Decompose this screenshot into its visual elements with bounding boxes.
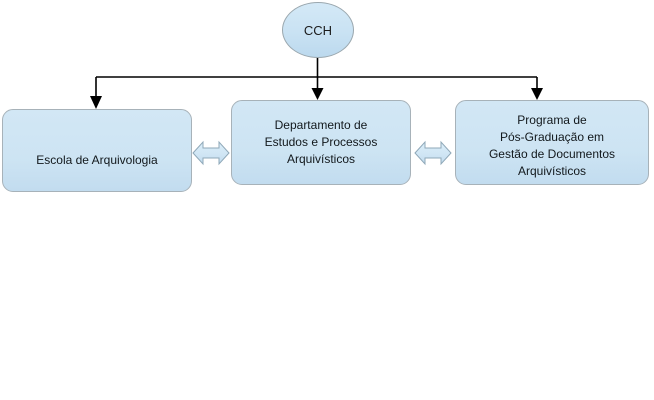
node-cch[interactable]: CCH: [282, 2, 354, 58]
bidirectional-arrow-escola-departamento[interactable]: [191, 133, 231, 173]
arrowhead-departamento: [311, 88, 324, 100]
bidirectional-arrow-departamento-programa[interactable]: [413, 133, 453, 173]
node-escola-label: Escola de Arquivologia: [36, 153, 158, 167]
node-departamento-label: Departamento de Estudos e Processos Arqu…: [264, 118, 378, 166]
node-cch-label: CCH: [303, 22, 333, 38]
arrowhead-escola: [90, 96, 102, 109]
node-programa-pos-graduacao[interactable]: Programa de Pós-Graduação em Gestão de D…: [455, 100, 649, 185]
node-departamento-estudos-processos[interactable]: Departamento de Estudos e Processos Arqu…: [231, 100, 411, 185]
arrowhead-programa: [531, 88, 543, 100]
node-programa-label: Programa de Pós-Graduação em Gestão de D…: [488, 112, 616, 178]
node-escola-de-arquivologia[interactable]: Escola de Arquivologia: [2, 109, 192, 192]
